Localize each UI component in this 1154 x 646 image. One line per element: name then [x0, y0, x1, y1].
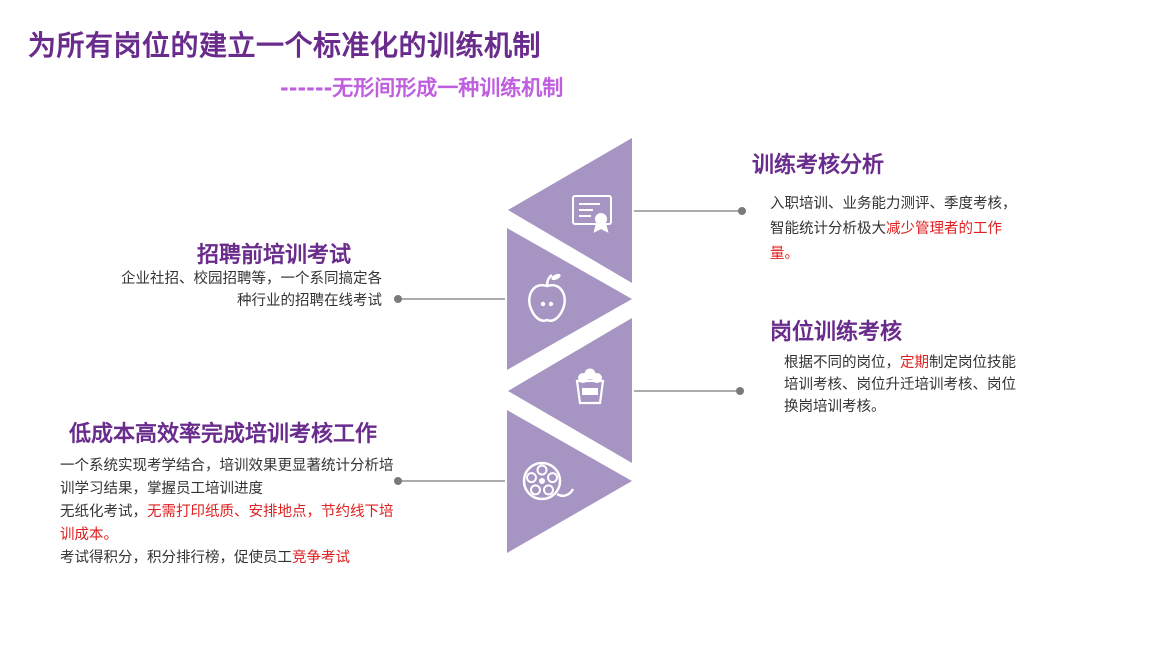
text-training-analysis: 入职培训、业务能力测评、季度考核，智能统计分析极大减少管理者的工作量。: [770, 192, 1018, 267]
film-reel-icon: [522, 461, 575, 501]
text-post-training-part2: 制定岗位技能培训考核、岗位升迁培训考核、岗位换岗培训考核。: [784, 355, 1016, 415]
certificate-icon: [572, 195, 612, 233]
text-low-cost-p1: 一个系统实现考学结合，培训效果更显著统计分析培训学习结果，掌握员工培训进度: [60, 458, 394, 497]
text-post-training-highlight: 定期: [900, 355, 929, 371]
text-low-cost-p2: 无纸化考试，无需打印纸质、安排地点，节约线下培训成本。: [60, 501, 398, 547]
heading-training-analysis: 训练考核分析: [752, 153, 885, 178]
text-training-analysis-main: 入职培训、业务能力测评、季度考核，智能统计分析极大: [770, 196, 1017, 237]
triangle-pre-hire: [507, 228, 632, 370]
connector-low-cost: [394, 477, 505, 485]
text-low-cost-p2-highlight: 无需打印纸质、安排地点，节约线下培训成本。: [60, 504, 394, 543]
heading-low-cost: 低成本高效率完成培训考核工作: [69, 422, 378, 447]
page-title: 为所有岗位的建立一个标准化的训练机制: [28, 29, 542, 62]
text-post-training-part1: 根据不同的岗位，: [784, 355, 900, 371]
connector-pre-hire: [394, 295, 505, 303]
text-post-training: 根据不同的岗位，定期制定岗位技能培训考核、岗位升迁培训考核、岗位换岗培训考核。: [784, 352, 1016, 418]
text-low-cost-p3-normal: 考试得积分，积分排行榜，促使员工: [60, 550, 292, 566]
triangle-training-analysis: [508, 138, 632, 283]
connector-post-training: [634, 387, 744, 395]
text-low-cost-p3-highlight: 竞争考试: [292, 550, 350, 566]
text-low-cost-p2-normal: 无纸化考试，: [60, 504, 147, 520]
heading-pre-hire-exam: 招聘前培训考试: [197, 243, 352, 268]
connector-training-analysis: [634, 207, 746, 215]
popcorn-icon: [575, 368, 605, 405]
triangle-low-cost: [507, 410, 632, 553]
text-pre-hire-exam: 企业社招、校园招聘等，一个系同搞定各种行业的招聘在线考试: [121, 271, 382, 309]
text-low-cost: 一个系统实现考学结合，培训效果更显著统计分析培训学习结果，掌握员工培训进度 无纸…: [60, 455, 398, 570]
triangle-post-training: [508, 318, 632, 463]
page-subtitle: ------无形间形成一种训练机制: [280, 76, 564, 100]
heading-post-training: 岗位训练考核: [770, 320, 903, 345]
text-low-cost-p3: 考试得积分，积分排行榜，促使员工竞争考试: [60, 547, 398, 570]
text-training-analysis-highlight: 减少管理者的工作量。: [770, 221, 1002, 262]
apple-icon: [528, 273, 566, 322]
